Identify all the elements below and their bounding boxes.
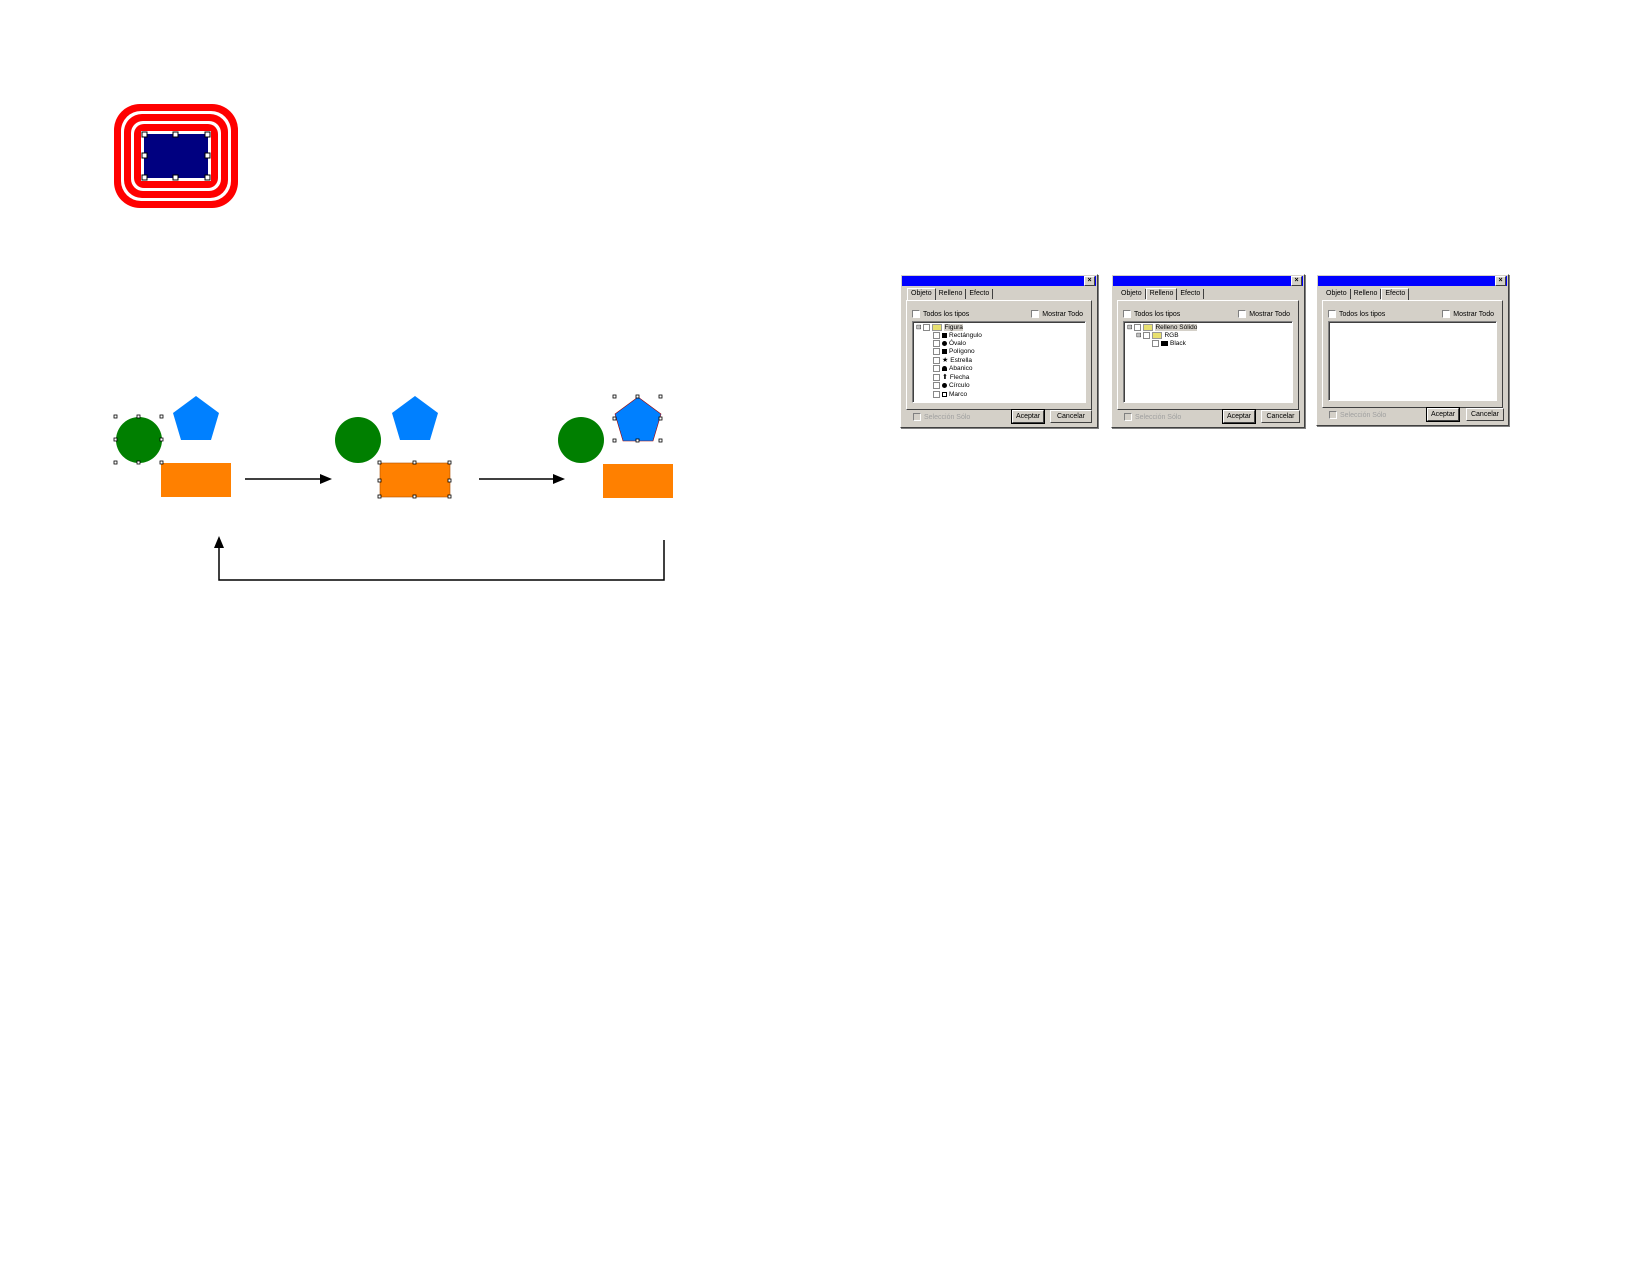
logo-icon: [114, 104, 238, 208]
tab-efecto[interactable]: Efecto: [966, 289, 994, 299]
tree-view[interactable]: ⊟Relleno Sólido ⊟RGB Black: [1123, 321, 1293, 403]
all-types-checkbox[interactable]: Todos los tipos: [1123, 310, 1180, 318]
title-bar: [1113, 276, 1303, 286]
filter-dialog-objeto: × Objeto Relleno Efecto Todos los tipos …: [900, 274, 1098, 428]
tree-view[interactable]: [1328, 321, 1497, 401]
circle-icon: [942, 383, 947, 388]
pentagon-shape: [173, 396, 219, 440]
tab-objeto[interactable]: Objeto: [1323, 289, 1351, 299]
star-icon: ★: [942, 357, 949, 364]
fan-icon: [942, 366, 947, 371]
tree-item[interactable]: ★Estrella: [933, 356, 972, 364]
cancel-button[interactable]: Cancelar: [1261, 410, 1300, 423]
tree-item[interactable]: Rectángulo: [933, 331, 982, 339]
tab-relleno[interactable]: Relleno: [1145, 288, 1178, 301]
tab-objeto[interactable]: Objeto: [907, 288, 936, 301]
shape-group-2: [335, 396, 452, 499]
title-bar: [902, 276, 1096, 286]
arrow-icon: ⬆: [942, 374, 948, 381]
tree-item[interactable]: Círculo: [933, 382, 970, 390]
tab-efecto[interactable]: Efecto: [1177, 289, 1205, 299]
show-all-checkbox[interactable]: Mostrar Todo: [1031, 310, 1083, 318]
all-types-checkbox[interactable]: Todos los tipos: [912, 310, 969, 318]
show-all-label: Mostrar Todo: [1453, 310, 1494, 318]
select-only-checkbox: Selección Sólo: [1124, 413, 1181, 421]
accept-button[interactable]: Aceptar: [1426, 407, 1460, 422]
all-types-label: Todos los tipos: [1134, 310, 1181, 318]
filter-dialog-relleno: × Objeto Relleno Efecto Todos los tipos …: [1111, 274, 1305, 428]
title-bar: [1318, 276, 1507, 286]
tab-efecto[interactable]: Efecto: [1381, 288, 1410, 301]
tab-relleno[interactable]: Relleno: [1351, 289, 1382, 299]
all-types-label: Todos los tipos: [1339, 310, 1386, 318]
folder-icon: [1152, 331, 1163, 339]
select-only-checkbox: Selección Sólo: [1329, 411, 1386, 419]
tab-objeto[interactable]: Objeto: [1118, 289, 1146, 299]
tree-item-black[interactable]: Black: [1152, 339, 1186, 347]
rect-shape: [379, 462, 451, 498]
close-button[interactable]: ×: [1291, 276, 1302, 286]
all-types-checkbox[interactable]: Todos los tipos: [1328, 310, 1385, 318]
color-swatch-icon: [1161, 340, 1168, 346]
accept-button[interactable]: Aceptar: [1011, 409, 1045, 424]
all-types-label: Todos los tipos: [923, 310, 970, 318]
close-button[interactable]: ×: [1084, 276, 1095, 286]
circle-shape: [335, 417, 381, 463]
show-all-label: Mostrar Todo: [1042, 310, 1083, 318]
circle-shape: [558, 417, 604, 463]
filter-dialog-efecto: × Objeto Relleno Efecto Todos los tipos …: [1316, 274, 1509, 426]
rect-shape: [603, 464, 673, 498]
cancel-button[interactable]: Cancelar: [1466, 408, 1504, 421]
shape-group-1: [113, 396, 231, 497]
tab-relleno[interactable]: Relleno: [936, 289, 967, 299]
show-all-label: Mostrar Todo: [1249, 310, 1290, 318]
circle-shape: [116, 417, 162, 463]
arrow-right-2: [479, 474, 565, 484]
show-all-checkbox[interactable]: Mostrar Todo: [1238, 310, 1290, 318]
polygon-icon: [942, 349, 947, 354]
tree-item[interactable]: Polígono: [933, 348, 975, 356]
close-button[interactable]: ×: [1495, 276, 1506, 286]
tree-item[interactable]: Óvalo: [933, 339, 966, 347]
arrow-right-1: [245, 474, 332, 484]
rect-shape: [161, 463, 231, 497]
folder-icon: [1143, 323, 1154, 331]
select-only-checkbox: Selección Sólo: [913, 413, 970, 421]
tree-item-relleno-solido[interactable]: ⊟Relleno Sólido: [1127, 323, 1198, 331]
show-all-checkbox[interactable]: Mostrar Todo: [1442, 310, 1494, 318]
rectangle-icon: [942, 332, 947, 338]
pentagon-shape: [392, 396, 438, 440]
tree-item[interactable]: Abanico: [933, 365, 973, 373]
cancel-button[interactable]: Cancelar: [1050, 410, 1092, 423]
tree-item[interactable]: ⬆Flecha: [933, 373, 969, 381]
tree-item-rgb[interactable]: ⊟RGB: [1136, 331, 1179, 339]
accept-button[interactable]: Aceptar: [1222, 409, 1256, 424]
frame-icon: [942, 391, 947, 397]
oval-icon: [942, 340, 947, 346]
tree-item-figura[interactable]: ⊟Figura: [916, 323, 963, 331]
arrow-return: [214, 536, 665, 581]
folder-icon: [932, 323, 943, 331]
tree-view[interactable]: ⊟Figura Rectángulo Óvalo Polígono ★Estre…: [912, 321, 1086, 403]
tree-item[interactable]: Marco: [933, 390, 967, 398]
shape-group-3: [558, 394, 673, 498]
pentagon-shape: [614, 396, 662, 442]
